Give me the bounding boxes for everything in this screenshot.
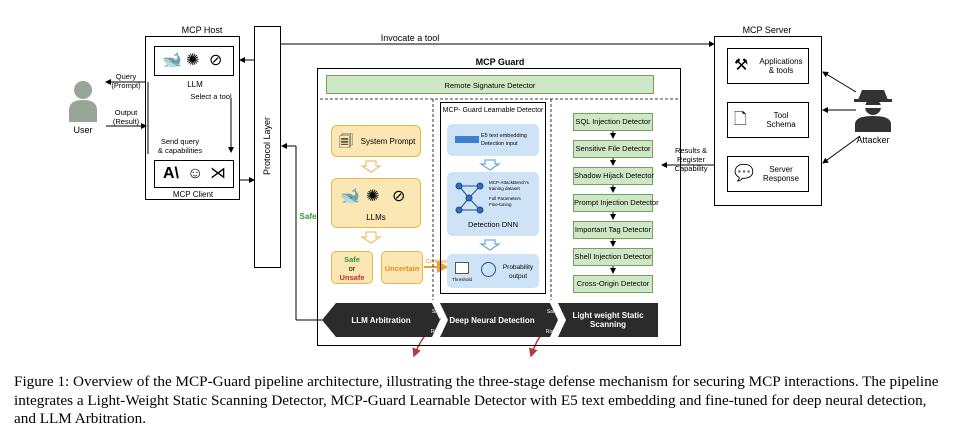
server-item-apps: ⚒ Applications & tools [727, 48, 809, 84]
llm-icons-box: 🐋 ✺ ⊘ [154, 46, 234, 76]
detector-prompt-injection: Prompt Injection Detector [573, 194, 659, 212]
learnable-detector-box [440, 102, 546, 294]
chat-icon: 💬 [734, 165, 754, 182]
results-label: Results & Register Capability [674, 146, 708, 173]
tools-icon: ⚒ [734, 57, 749, 74]
llms-box: 🐋 ✺ ⊘ LLMs [331, 178, 421, 228]
detector-sql: SQL Injection Detector [573, 113, 653, 131]
select-tool-label: Select a tool [190, 92, 232, 101]
protocol-layer-label: Protocol Layer [262, 116, 272, 176]
e5-box: E5 text embedding Detection input [447, 124, 539, 156]
vscode-icon: ⋊ [210, 165, 226, 182]
dnn-box: MCP-AttackBench's training dataset Full … [447, 172, 539, 236]
pie-icon [481, 262, 496, 277]
figure-caption: Figure 1: Overview of the MCP-Guard pipe… [14, 373, 939, 428]
stage-static-scanning: Light weight Static Scanning [572, 311, 644, 329]
client-label: MCP Client [172, 190, 214, 199]
document-icon: 🗋 [734, 111, 747, 128]
guard-box [317, 68, 681, 346]
user-label: User [73, 125, 93, 135]
safe-unsafe-box: Safe or Unsafe [331, 251, 373, 284]
safe-mark-2: Safe [546, 309, 558, 315]
server-item-schema: 🗋 Tool Schema [727, 102, 809, 138]
safe-mark-1: Safe [431, 309, 443, 315]
detector-cross-origin: Cross-Origin Detector [573, 275, 653, 293]
detector-shadow-hijack: Shadow Hijack Detector [573, 167, 654, 185]
neural-network-icon [455, 182, 484, 214]
threshold-icon [455, 262, 469, 274]
host-title: MCP Host [181, 25, 223, 35]
embedding-icon [455, 136, 479, 143]
deepseek-icon: 🐋 [340, 188, 360, 205]
attacker-icon [852, 86, 894, 132]
grok-icon: ⊘ [209, 52, 223, 69]
probability-box: Threshold Probability output [447, 254, 539, 288]
stage-deep-neural: Deep Neural Detection [449, 316, 535, 325]
invocate-label: Invocate a tool [380, 33, 440, 43]
detector-sensitive-file: Sensitive File Detector [573, 140, 653, 158]
output-label: Output (Result) [112, 108, 140, 126]
query-label: Query (Prompt) [111, 72, 141, 90]
guard-title: MCP Guard [475, 57, 525, 67]
server-item-response: 💬 Server Response [727, 156, 809, 192]
remote-signature-detector: Remote Signature Detector [326, 75, 654, 94]
anthropic-icon: A\ [163, 165, 179, 182]
grok-icon: ⊘ [392, 188, 406, 205]
safe-side-label: Safe [299, 212, 317, 221]
system-prompt-box: 🗐 System Prompt [331, 125, 421, 157]
deepseek-icon: 🐋 [162, 52, 182, 69]
stage-bar [322, 303, 658, 337]
llm-label: LLM [187, 80, 203, 89]
client-icons-box: A\ ☺ ⋊ [154, 160, 234, 188]
risky-mark-2: Risky [545, 329, 559, 335]
stage-llm-arbitration: LLM Arbitration [351, 316, 411, 325]
user-icon [68, 80, 98, 122]
detector-shell-injection: Shell Injection Detector [573, 248, 653, 266]
attacker-label: Attacker [856, 135, 890, 145]
send-query-label: Send query & capabilities [157, 137, 203, 155]
openai-icon: ✺ [186, 52, 200, 69]
learnable-title: MCP- Guard Learnable Detector [442, 107, 544, 114]
server-box [714, 36, 822, 206]
openai-icon: ✺ [366, 188, 380, 205]
copilot-icon: ☺ [187, 165, 204, 182]
continue-label: Continue [425, 259, 449, 265]
risky-mark-1: Risky [430, 329, 444, 335]
uncertain-box: Uncertain [381, 251, 423, 284]
server-title: MCP Server [742, 25, 792, 35]
protocol-layer-bar [254, 26, 281, 268]
detector-important-tag: Important Tag Detector [573, 221, 653, 239]
prompt-icon: 🗐 [339, 133, 353, 149]
host-box [145, 36, 240, 200]
